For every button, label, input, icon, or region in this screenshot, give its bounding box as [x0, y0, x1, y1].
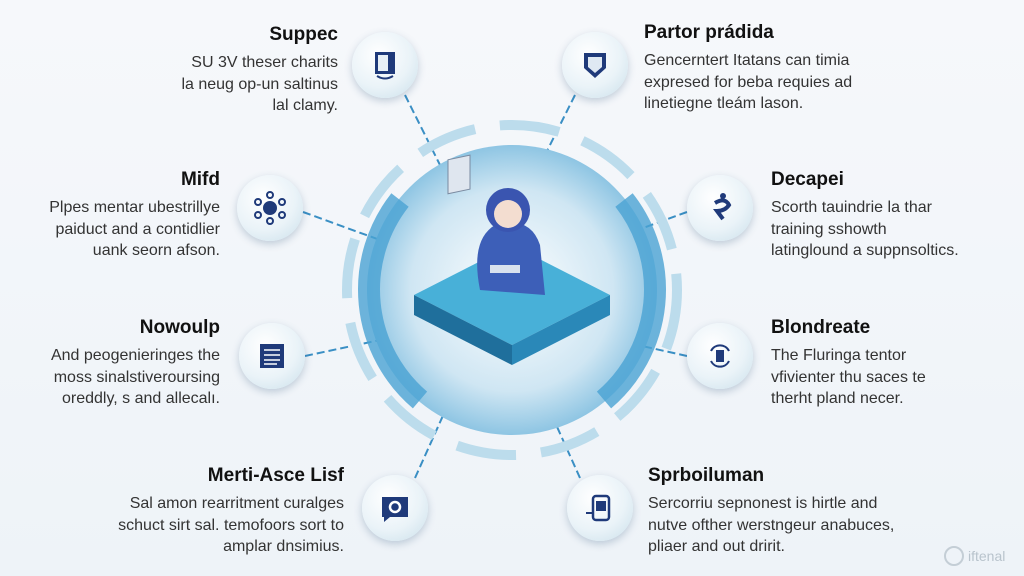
item-title: Decapei	[771, 169, 844, 190]
runner-icon[interactable]	[687, 175, 753, 241]
item-title: Sprboiluman	[648, 465, 765, 486]
item-title: Partor prádida	[644, 22, 774, 43]
item-text: paiduct and a contidlier	[55, 220, 220, 238]
item-title: Suppec	[269, 24, 338, 45]
item-text: Sercorriu sepnonest is hirtle and	[648, 495, 878, 512]
item-text: Scorth tauindrie la thar	[771, 199, 932, 216]
item-text: la neug op-un saltinus	[181, 75, 338, 93]
person-with-laptop-icon	[447, 154, 545, 295]
chat-gear-icon[interactable]	[362, 475, 428, 541]
item-text: nutve ofther werstngeur anabuces,	[648, 516, 895, 534]
item-text: expresed for beba requies ad	[644, 73, 853, 91]
watermark: iftenal	[944, 546, 1005, 566]
network-icon[interactable]	[237, 175, 303, 241]
item-text: Plpes mentar ubestrillye	[49, 199, 220, 216]
list-icon[interactable]	[239, 323, 305, 389]
item-title: Merti-Asce Lisf	[207, 465, 344, 486]
item-text: lal clamy.	[272, 97, 339, 114]
item-sprboiluman: Sprboiluman Sercorriu sepnonest is hirtl…	[648, 465, 948, 558]
item-text: vfivienter thu saces te	[771, 368, 926, 386]
item-text: pliaer and out dririt.	[648, 538, 785, 555]
item-text: Gencerntert Itatans can timia	[644, 52, 850, 69]
item-text: latinglound a suppnsoltics.	[771, 242, 959, 259]
item-decapei: Decapei Scorth tauindrie la thar trainin…	[771, 169, 1024, 262]
refresh-icon[interactable]	[687, 323, 753, 389]
item-title: Mifd	[180, 169, 220, 190]
item-text: moss sinalstiveroursing	[53, 368, 220, 386]
item-text: training sshowth	[771, 220, 887, 238]
item-title: Blondreate	[771, 317, 871, 338]
item-text: uank seorn afson.	[92, 242, 220, 259]
watermark-text: iftenal	[968, 548, 1006, 564]
item-text: oreddly, s and allecalı.	[61, 390, 220, 407]
watermark-logo-icon	[944, 546, 964, 566]
item-text: Sal amon rearritment curalges	[129, 495, 344, 512]
item-mifd: Mifd Plpes mentar ubestrillye paiduct an…	[0, 169, 220, 262]
item-text: SU 3V theser charits	[191, 54, 338, 71]
item-merti-asce-lisf: Merti-Asce Lisf Sal amon rearritment cur…	[44, 465, 344, 558]
item-partor-pradida: Partor prádida Gencerntert Itatans can t…	[644, 22, 944, 115]
item-text: The Fluringa tentor	[771, 347, 907, 364]
item-text: linetiegne tleám lason.	[644, 95, 804, 112]
item-text: And peogenieringes the	[50, 347, 220, 364]
item-nowoulp: Nowoulp And peogenieringes the moss sina…	[0, 317, 220, 410]
item-title: Nowoulp	[139, 317, 220, 338]
item-text: schuct sirt sal. temofoors sort to	[118, 516, 344, 534]
item-text: amplar dnsimius.	[223, 538, 344, 555]
item-suppec: Suppec SU 3V theser charits la neug op-u…	[38, 24, 338, 117]
shield-icon[interactable]	[562, 32, 628, 98]
item-text: therht pland necer.	[771, 390, 904, 407]
printer-icon[interactable]	[567, 475, 633, 541]
item-blondreate: Blondreate The Fluringa tentor vfiviente…	[771, 317, 1024, 410]
document-icon[interactable]	[352, 32, 418, 98]
